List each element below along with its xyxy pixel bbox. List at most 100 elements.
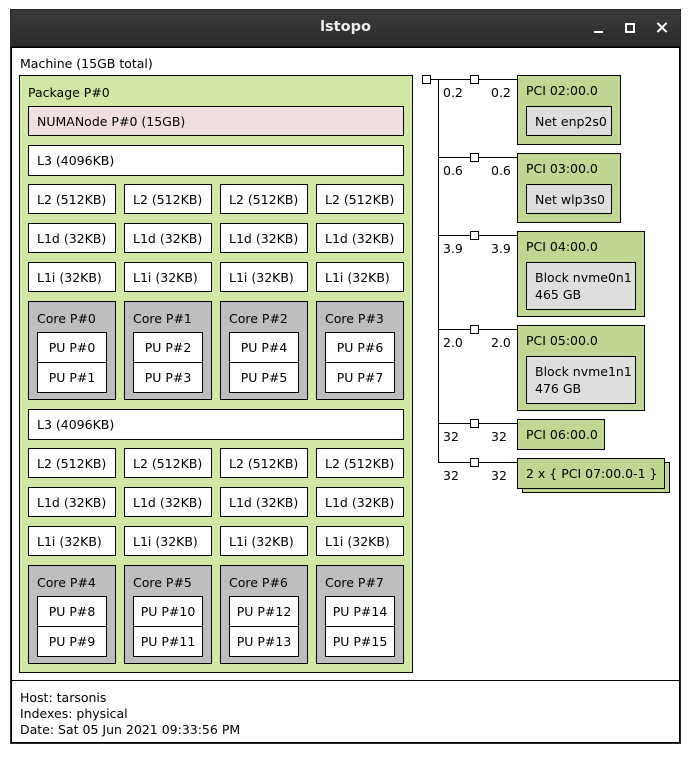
pci-label: PCI 05:00.0 bbox=[526, 333, 598, 348]
pci-port bbox=[470, 325, 479, 334]
pci-branch-line bbox=[438, 235, 471, 236]
l1i-cache: L1i (32KB) bbox=[28, 526, 116, 556]
l1i-cache-label: L1i (32KB) bbox=[229, 270, 294, 285]
l2-cache: L2 (512KB) bbox=[316, 184, 404, 214]
l1i-cache-label: L1i (32KB) bbox=[133, 534, 198, 549]
bandwidth-right: 0.6 bbox=[491, 163, 511, 178]
l1d-cache-label: L1d (32KB) bbox=[229, 231, 299, 246]
numa-label: NUMANode P#0 (15GB) bbox=[37, 114, 186, 129]
pci-trunk-line bbox=[438, 79, 439, 463]
minimize-icon[interactable] bbox=[589, 18, 609, 38]
device-label: Block nvme1n1 bbox=[535, 364, 632, 379]
pci-port bbox=[470, 419, 479, 428]
bandwidth-right: 3.9 bbox=[491, 241, 511, 256]
pci-label: PCI 06:00.0 bbox=[526, 427, 598, 442]
pu-label: PU P#15 bbox=[332, 634, 388, 649]
legend-host: Host: tarsonis bbox=[20, 690, 107, 705]
bandwidth-right: 0.2 bbox=[491, 85, 511, 100]
l1i-cache-label: L1i (32KB) bbox=[37, 270, 102, 285]
l2-cache-label: L2 (512KB) bbox=[37, 456, 107, 471]
l2-cache-label: L2 (512KB) bbox=[325, 192, 395, 207]
bandwidth-right: 32 bbox=[491, 429, 507, 444]
l1i-cache: L1i (32KB) bbox=[316, 526, 404, 556]
net-device: Net wlp3s0 bbox=[526, 184, 612, 214]
l1i-cache-label: L1i (32KB) bbox=[325, 534, 390, 549]
pu-box: PU P#8 bbox=[37, 596, 107, 627]
pu-box: PU P#6 bbox=[325, 332, 395, 363]
pu-box: PU P#3 bbox=[133, 362, 203, 393]
package-label: Package P#0 bbox=[28, 85, 110, 100]
bandwidth-left: 0.6 bbox=[443, 163, 463, 178]
l3-cache: L3 (4096KB) bbox=[28, 409, 404, 440]
pu-box: PU P#1 bbox=[37, 362, 107, 393]
pu-label: PU P#12 bbox=[236, 604, 292, 619]
l3-cache: L3 (4096KB) bbox=[28, 145, 404, 176]
pci-label: PCI 02:00.0 bbox=[526, 83, 598, 98]
pci-link-line bbox=[479, 462, 517, 463]
l1d-cache-label: L1d (32KB) bbox=[133, 231, 203, 246]
l2-cache: L2 (512KB) bbox=[28, 184, 116, 214]
pci-link-line bbox=[479, 423, 517, 424]
core-label: Core P#6 bbox=[229, 575, 288, 590]
l1d-cache-label: L1d (32KB) bbox=[37, 495, 107, 510]
l1d-cache: L1d (32KB) bbox=[124, 487, 212, 517]
pu-box: PU P#4 bbox=[229, 332, 299, 363]
close-icon[interactable] bbox=[652, 18, 672, 38]
pci-link-line bbox=[479, 157, 517, 158]
core-label: Core P#7 bbox=[325, 575, 384, 590]
core-label: Core P#5 bbox=[133, 575, 192, 590]
l1i-cache: L1i (32KB) bbox=[220, 526, 308, 556]
l2-cache-label: L2 (512KB) bbox=[229, 456, 299, 471]
pu-box: PU P#11 bbox=[133, 626, 203, 657]
core-box: Core P#0 PU P#0 PU P#1 bbox=[28, 301, 116, 400]
l1d-cache: L1d (32KB) bbox=[28, 487, 116, 517]
l1i-cache: L1i (32KB) bbox=[220, 262, 308, 292]
l2-cache-label: L2 (512KB) bbox=[325, 456, 395, 471]
device-label: Net wlp3s0 bbox=[535, 192, 605, 207]
bandwidth-left: 32 bbox=[443, 429, 459, 444]
bandwidth-left: 2.0 bbox=[443, 335, 463, 350]
numa-node: NUMANode P#0 (15GB) bbox=[28, 106, 404, 136]
pu-label: PU P#0 bbox=[48, 340, 96, 355]
pu-box: PU P#14 bbox=[325, 596, 395, 627]
legend-indexes: Indexes: physical bbox=[20, 706, 128, 721]
bandwidth-left: 0.2 bbox=[443, 85, 463, 100]
pu-label: PU P#3 bbox=[144, 370, 192, 385]
l1i-cache-label: L1i (32KB) bbox=[37, 534, 102, 549]
core-label: Core P#1 bbox=[133, 311, 192, 326]
title-bar[interactable]: lstopo bbox=[11, 10, 680, 47]
device-label: 476 GB bbox=[535, 381, 582, 396]
pu-label: PU P#13 bbox=[236, 634, 292, 649]
block-device: Block nvme1n1 476 GB bbox=[526, 356, 636, 404]
machine-label: Machine (15GB total) bbox=[20, 56, 153, 71]
l1d-cache: L1d (32KB) bbox=[220, 487, 308, 517]
pci-port bbox=[470, 75, 479, 84]
core-label: Core P#0 bbox=[37, 311, 96, 326]
l1i-cache-label: L1i (32KB) bbox=[133, 270, 198, 285]
pci-link-line bbox=[479, 235, 517, 236]
pu-label: PU P#2 bbox=[144, 340, 192, 355]
device-label: Block nvme0n1 bbox=[535, 270, 632, 285]
pci-port bbox=[470, 458, 479, 467]
pu-label: PU P#9 bbox=[48, 634, 96, 649]
l2-cache: L2 (512KB) bbox=[124, 184, 212, 214]
maximize-icon[interactable] bbox=[620, 18, 640, 38]
bandwidth-right: 2.0 bbox=[491, 335, 511, 350]
device-label: 465 GB bbox=[535, 287, 582, 302]
pci-port bbox=[470, 231, 479, 240]
pci-branch-line bbox=[438, 329, 471, 330]
pci-device-box: PCI 06:00.0 bbox=[517, 419, 605, 450]
l3-cache-label: L3 (4096KB) bbox=[37, 153, 115, 168]
l2-cache: L2 (512KB) bbox=[28, 448, 116, 478]
pu-box: PU P#10 bbox=[133, 596, 203, 627]
l1d-cache: L1d (32KB) bbox=[316, 223, 404, 253]
pu-label: PU P#5 bbox=[240, 370, 288, 385]
pci-label: PCI 04:00.0 bbox=[526, 239, 598, 254]
pu-box: PU P#2 bbox=[133, 332, 203, 363]
